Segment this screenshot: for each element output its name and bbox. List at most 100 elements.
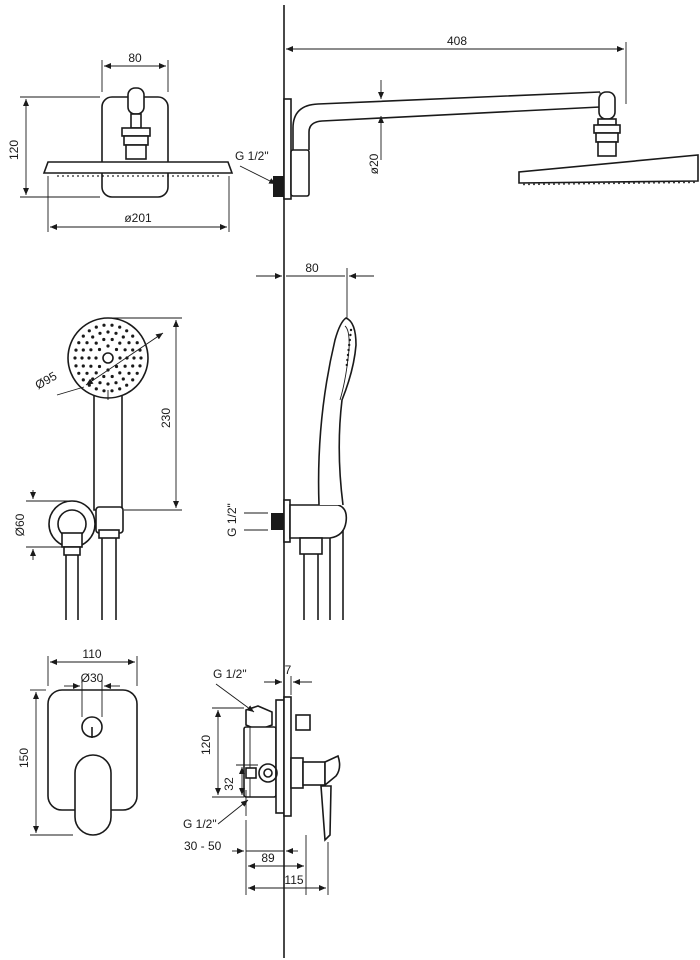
nozzle-dot [139, 356, 143, 360]
nozzle-dot [102, 374, 106, 379]
nozzle-dot [523, 183, 525, 186]
nozzle-dot [135, 371, 139, 375]
nozzle-dot [608, 182, 610, 185]
nozzle-dot [94, 356, 98, 360]
nozzle-dot [87, 356, 91, 360]
nozzle-dot [118, 341, 122, 345]
nozzle-dot [77, 175, 79, 177]
nozzle-dot [74, 348, 78, 352]
nozzle-dot [683, 181, 685, 184]
dim-plate-height-label: 150 [17, 748, 31, 768]
nozzle-dot [633, 182, 635, 185]
nozzle-dot [548, 183, 550, 186]
thread-hand-inlet-label: G 1/2" [225, 503, 239, 537]
nozzle-dot [102, 337, 106, 342]
nozzle-dot [110, 337, 114, 342]
nozzle-dot [110, 389, 114, 393]
nozzle-dot [107, 175, 109, 177]
nozzle-dot [137, 175, 139, 177]
nozzle-dot [82, 175, 84, 177]
nozzle-dot [345, 363, 348, 367]
dim-head-height: 120 [7, 96, 100, 198]
nozzle-dot [568, 183, 570, 185]
dim-arm-diameter: ø20 [367, 80, 384, 174]
shower-head-front-view [42, 87, 234, 198]
nozzle-dot [131, 348, 135, 352]
nozzle-dot [114, 331, 118, 335]
dim-head-width: 80 [101, 51, 169, 92]
nozzle-dot [117, 175, 119, 177]
nozzle-dot [583, 182, 585, 185]
nozzle-dot [122, 175, 124, 177]
nozzle-dot [192, 175, 194, 177]
shower-arm-side-view [273, 91, 699, 200]
dim-arm-diameter-label: ø20 [367, 153, 381, 174]
hand-side-nozzles [345, 328, 353, 367]
nozzle-dot [673, 181, 675, 184]
nozzle-dot [346, 353, 350, 357]
thread-mixer-bottom: G 1/2" [183, 799, 249, 831]
dim-holder-width-label: 80 [305, 261, 319, 275]
nozzle-dot [147, 175, 149, 177]
nozzle-dot [85, 371, 89, 375]
nozzle-dot [663, 181, 665, 184]
dim-plate-width: 110 [47, 647, 138, 686]
nozzle-dot [118, 387, 122, 391]
nozzle-dot [106, 382, 110, 386]
dim-install-depth-label: 30 - 50 [184, 839, 222, 853]
dim-head-diameter: ø201 [47, 176, 230, 232]
nozzle-dot [112, 175, 114, 177]
nozzle-dot [77, 371, 81, 375]
nozzle-dot [197, 175, 199, 177]
nozzle-dot [62, 175, 64, 177]
nozzle-dot [87, 383, 91, 387]
thread-mixer-top-label: G 1/2" [213, 667, 247, 681]
nozzle-dot [349, 333, 352, 337]
dim-hand-length-label: 230 [159, 408, 173, 428]
dim-head-height-label: 120 [7, 140, 21, 160]
nozzle-dot [87, 175, 89, 177]
nozzle-dot [152, 175, 154, 177]
shower-head-nozzles [57, 175, 219, 177]
nozzle-dot [98, 381, 102, 385]
nozzle-dot [92, 175, 94, 177]
nozzle-dot [114, 381, 118, 385]
nozzle-dot [563, 183, 565, 185]
nozzle-dot [558, 183, 560, 185]
nozzle-dot [643, 182, 645, 184]
nozzle-dot [648, 182, 650, 184]
nozzle-dot [73, 356, 77, 360]
nozzle-dot [102, 175, 104, 177]
dim-bracket-diameter: Ø60 [13, 490, 70, 560]
nozzle-dot [94, 325, 98, 329]
nozzle-dot [618, 182, 620, 185]
nozzle-dot [94, 371, 98, 375]
shower-head-side-nozzles [523, 181, 695, 186]
nozzle-dot [102, 389, 106, 393]
nozzle-dot [114, 347, 119, 352]
nozzle-dot [91, 335, 95, 339]
nozzle-dot [588, 182, 590, 185]
nozzle-dot [348, 343, 351, 347]
dim-hand-diameter-label: Ø95 [33, 369, 60, 393]
hand-shower-front-view [48, 317, 149, 620]
nozzle-dot [118, 356, 122, 360]
dim-mixer-height-label: 120 [199, 735, 213, 755]
nozzle-dot [80, 356, 84, 360]
nozzle-dot [217, 175, 219, 177]
nozzle-dot [110, 374, 114, 379]
dim-head-diameter-label: ø201 [124, 211, 152, 225]
dim-depth-115: 115 [248, 842, 329, 895]
thread-mixer-top: G 1/2" [213, 667, 255, 713]
nozzle-dot [89, 364, 93, 368]
nozzle-dot [123, 348, 127, 352]
nozzle-dot [94, 387, 98, 391]
nozzle-dot [347, 348, 350, 352]
nozzle-dot [207, 175, 209, 177]
nozzle-dot [349, 328, 353, 332]
nozzle-dot [638, 182, 640, 184]
dim-hand-length: 230 [112, 317, 182, 511]
nozzle-dot [57, 175, 59, 177]
dim-depth-89-label: 89 [261, 851, 275, 865]
nozzle-dot [162, 175, 164, 177]
